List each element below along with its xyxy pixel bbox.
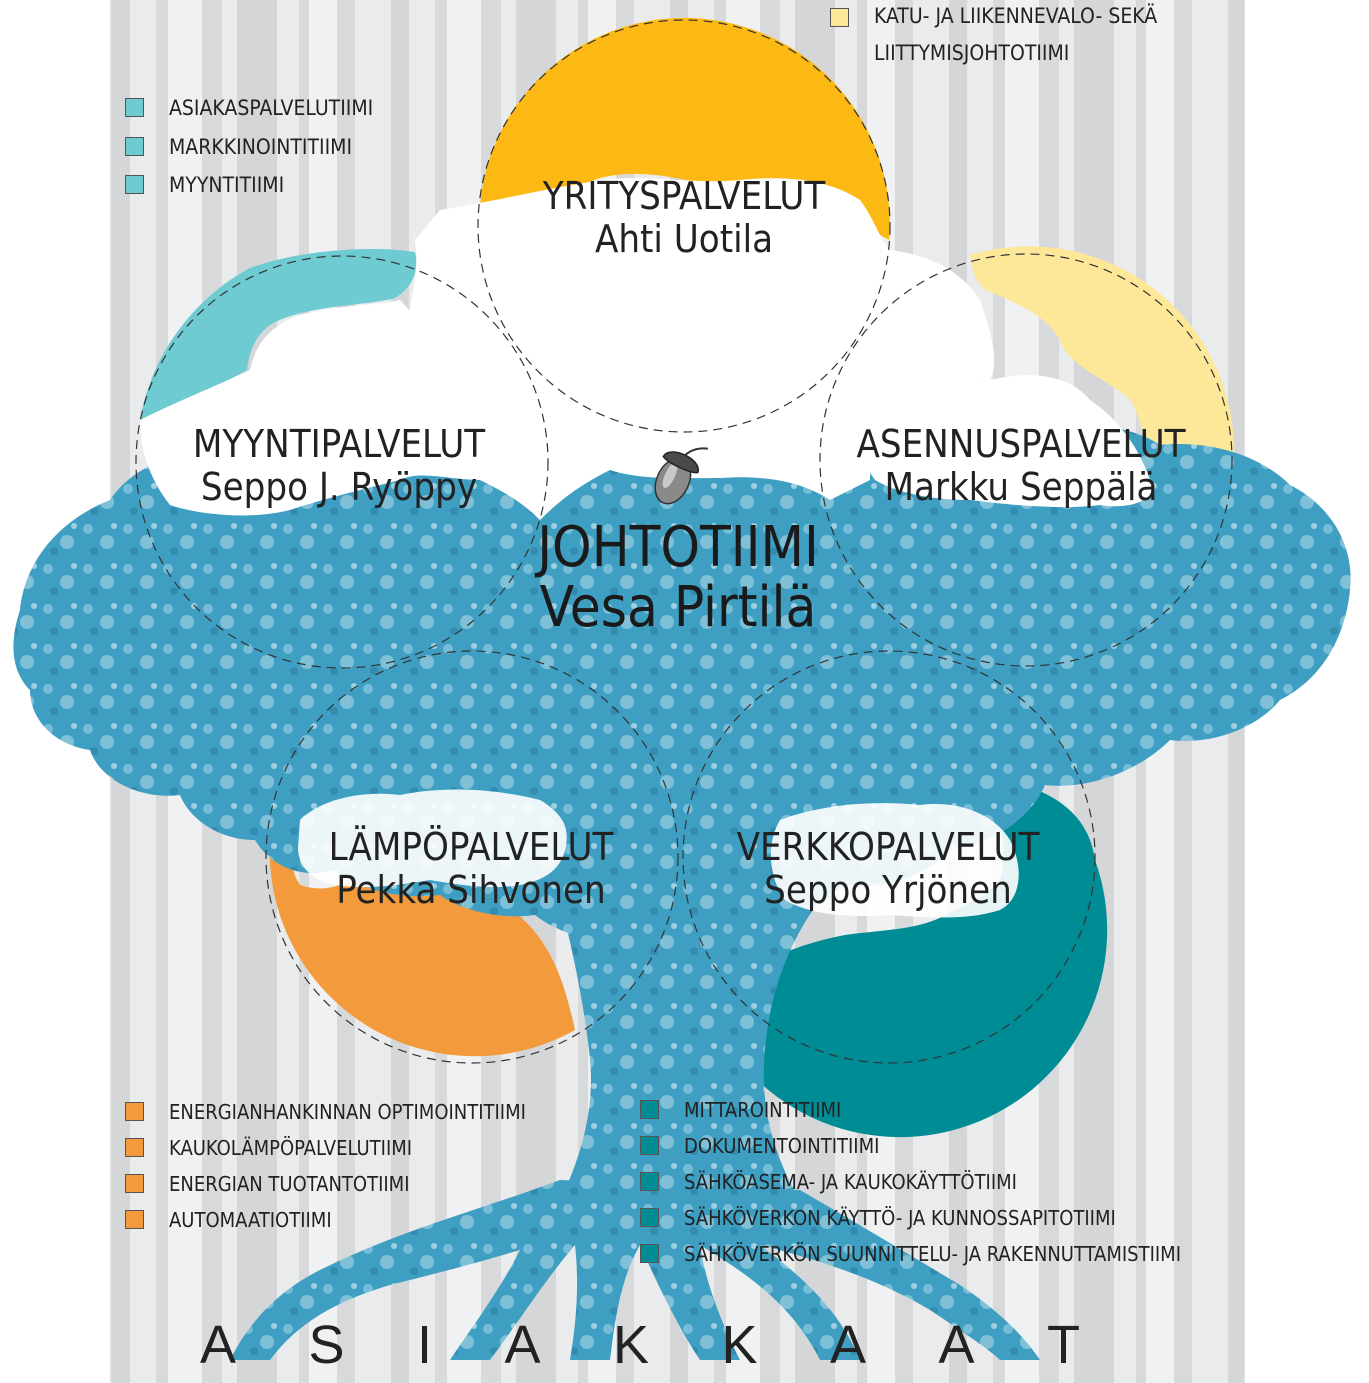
legend-label: AUTOMAATIOTIIMI [169,1208,332,1232]
customers-letter: A [504,1315,541,1375]
legend-label: SÄHKÖVERKON KÄYTTÖ- JA KUNNOSSAPITOTIIMI [684,1206,1116,1230]
lampopalvelut-fill [269,790,575,1057]
legend-swatch [640,1208,659,1227]
customers-letter: T [1046,1315,1080,1375]
legend-verkko: MITTAROINTITIIMI DOKUMENTOINTITIIMI SÄHKÖA… [640,1098,1181,1278]
unit-leader: Seppo Yrjönen [764,867,1012,912]
tree-trunk [560,900,820,1200]
unit-title: YRITYSPALVELUT [542,174,826,218]
legend-swatch [640,1100,659,1119]
unit-leader: Seppo J. Ryöppy [200,464,478,509]
legend-myynti: ASIAKASPALVELUTIIMI MARKKINOINTITIIMI MYYN… [125,96,373,212]
clouds [140,178,1152,918]
legend-lampo: ENERGIANHANKINNAN OPTIMOINTITIIMI KAUKOLÄ… [125,1100,526,1244]
legend-swatch [640,1172,659,1191]
legend-item: SÄHKÖVERKON KÄYTTÖ- JA KUNNOSSAPITOTIIMI [640,1206,1181,1231]
unit-title: ASENNUSPALVELUT [856,422,1186,466]
unit-verkkopalvelut: VERKKOPALVELUT Seppo Yrjönen [737,826,1040,911]
legend-swatch [125,98,144,117]
legend-label: MARKKINOINTITIIMI [169,134,353,159]
legend-item: DOKUMENTOINTITIIMI [640,1134,1181,1159]
legend-item: MYYNTITIIMI [125,173,373,198]
legend-asennus: KATU- JA LIIKENNEVALO- SEKÄ LIITTYMISJOH… [830,4,1204,86]
unit-lampopalvelut: LÄMPÖPALVELUT Pekka Sihvonen [329,826,614,911]
unit-asennuspalvelut: ASENNUSPALVELUT Markku Seppälä [856,423,1185,508]
legend-label: SÄHKÖVERKÖN SUUNNITTELU- JA RAKENNUTTAMI… [684,1242,1182,1266]
legend-swatch [830,8,849,27]
legend-swatch [125,1174,144,1193]
legend-swatch [125,1138,144,1157]
cloud-verkko [770,803,1019,918]
legend-label: KAUKOLÄMPÖPALVELUTIIMI [169,1136,413,1160]
legend-item: MITTAROINTITIIMI [640,1098,1181,1123]
legend-label: KATU- JA LIIKENNEVALO- SEKÄ LIITTYMISJOH… [874,4,1158,65]
customers-letter: A [829,1315,867,1375]
customers-letter: K [721,1315,758,1375]
unit-title: VERKKOPALVELUT [736,825,1040,869]
legend-label: DOKUMENTOINTITIIMI [684,1134,880,1158]
legend-label: MYYNTITIIMI [169,173,285,197]
legend-swatch [640,1136,659,1155]
circle-verkkopalvelut [682,650,1096,1064]
legend-label: SÄHKÖASEMA- JA KAUKOKÄYTTÖTIIMI [684,1170,1017,1194]
customers-letter: I [417,1315,433,1375]
unit-leader: Ahti Uotila [594,216,774,261]
circle-lampopalvelut [265,650,679,1064]
unit-circles [135,19,1233,1064]
cloud-left [140,300,483,516]
legend-item: ENERGIANHANKINNAN OPTIMOINTITIIMI [125,1100,526,1125]
legend-label: ENERGIANHANKINNAN OPTIMOINTITIIMI [169,1100,526,1124]
unit-yrityspalvelut: YRITYSPALVELUT Ahti Uotila [543,175,826,260]
legend-item: KAUKOLÄMPÖPALVELUTIIMI [125,1136,526,1161]
asennuspalvelut-fill [970,246,1235,496]
legend-swatch [125,136,144,156]
circle-asennuspalvelut [819,253,1233,667]
legend-label: ENERGIAN TUOTANTOTIIMI [169,1172,410,1196]
acorn-icon [654,447,708,505]
legend-label: ASIAKASPALVELUTIIMI [169,96,374,120]
unit-title: MYYNTIPALVELUT [192,422,486,466]
unit-myyntipalvelut: MYYNTIPALVELUT Seppo J. Ryöppy [193,423,485,508]
core-leader: Vesa Pirtilä [539,574,817,640]
yrityspalvelut-fill [480,17,890,240]
cloud-right [863,375,1152,508]
legend-item: SÄHKÖVERKÖN SUUNNITTELU- JA RAKENNUTTAMI… [640,1242,1181,1267]
cloud-top [403,178,995,520]
unit-title: LÄMPÖPALVELUT [328,825,614,869]
customers-letter: K [612,1315,650,1375]
cloud-lampo [298,789,567,888]
legend-item: AUTOMAATIOTIIMI [125,1208,526,1233]
unit-leader: Markku Seppälä [884,464,1158,509]
legend-item: KATU- JA LIIKENNEVALO- SEKÄ LIITTYMISJOH… [830,4,1204,72]
legend-label: MITTAROINTITIIMI [684,1098,842,1122]
legend-swatch [125,1210,144,1229]
legend-item: SÄHKÖASEMA- JA KAUKOKÄYTTÖTIIMI [640,1170,1181,1195]
myyntipalvelut-fill [140,248,417,420]
customers-letter: A [200,1315,237,1375]
unit-leader: Pekka Sihvonen [336,867,606,912]
circle-myyntipalvelut [135,255,549,669]
legend-item: ASIAKASPALVELUTIIMI [125,96,373,121]
core-title: JOHTOTIIMI [537,515,819,580]
tree-roots [230,1180,1040,1360]
customers-letter: A [938,1315,975,1375]
legend-swatch [125,1102,144,1121]
legend-item: MARKKINOINTITIIMI [125,135,373,160]
customers-letter: S [308,1315,345,1375]
legend-swatch [125,175,144,194]
legend-item: ENERGIAN TUOTANTOTIIMI [125,1172,526,1197]
circle-yrityspalvelut [477,19,891,433]
core-team: JOHTOTIIMI Vesa Pirtilä [537,518,819,638]
legend-swatch [640,1244,659,1263]
